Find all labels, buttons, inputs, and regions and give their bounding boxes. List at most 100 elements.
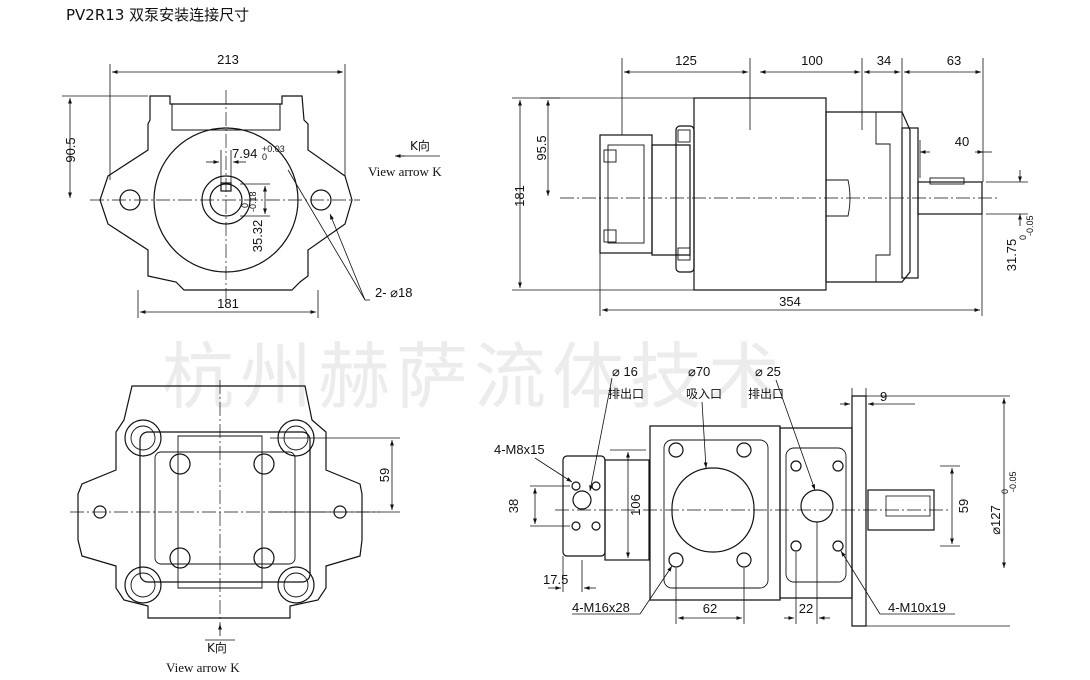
top-front-housing (779, 427, 853, 599)
dim-key-tol-upper: +0.03 (262, 144, 285, 154)
side-mid-ring (675, 125, 695, 273)
top-m10-2 (832, 460, 844, 472)
top-main-inner (663, 439, 769, 589)
side-main-body (693, 97, 827, 291)
rear-bolt-tl (124, 419, 162, 457)
side-front-boss (875, 112, 891, 282)
top-view-dims (530, 377, 1010, 627)
dim-9: 9 (880, 389, 887, 404)
arrow-k-caption-top: View arrow K (368, 164, 442, 179)
rear-small-bolt-4 (253, 547, 275, 569)
mount-holes-label: 2- ⌀18 (375, 285, 412, 300)
port1-name: 排出口 (608, 387, 644, 401)
thread-m10: 4-M10x19 (888, 600, 946, 615)
side-body-port-2 (677, 247, 691, 261)
rear-bolt-br-inner (283, 572, 309, 598)
arrow-k-label-top: K向 (410, 138, 430, 153)
dim-17-5: 17.5 (543, 572, 568, 587)
top-m8-4 (591, 521, 601, 531)
top-front-inner (785, 447, 847, 583)
dim-shaft-31-75: 31.75 (1004, 239, 1019, 272)
dim-shaft-side-tol-upper: 0 (1018, 235, 1028, 240)
dim-shaft-side-tol-lower: -0.05 (1025, 215, 1035, 236)
watermark-text: 杭州赫萨流体技术 (162, 335, 787, 419)
side-rear-flange (607, 144, 645, 244)
thread-m8: 4-M8x15 (494, 442, 545, 457)
dim-height-90-5: 90.5 (63, 137, 78, 162)
rear-bolt-bl-inner (130, 572, 156, 598)
dim-top-59: 59 (956, 499, 971, 513)
top-m10-1 (790, 460, 802, 472)
rear-view (70, 380, 380, 626)
port2-name: 吸入口 (686, 387, 722, 401)
top-port-25 (800, 489, 834, 523)
port3-dia: ⌀ 25 (755, 364, 781, 379)
dim-63: 63 (947, 53, 961, 68)
dim-22: 22 (799, 601, 813, 616)
port1-dia: ⌀ 16 (612, 364, 638, 379)
side-shaft-key (929, 177, 965, 185)
top-flange (851, 395, 867, 627)
side-body-port (677, 129, 691, 143)
top-shaft-key (885, 495, 931, 517)
rear-bolt-tl-inner (130, 425, 156, 451)
side-view-dims (512, 58, 1028, 316)
side-rear-port-2 (603, 229, 617, 243)
dim-width-213: 213 (217, 52, 239, 67)
dim-106: 106 (628, 494, 643, 516)
thread-m16: 4-M16x28 (572, 600, 630, 615)
dim-shaft-tol-upper: 0 (240, 203, 250, 208)
top-m10-3 (790, 540, 802, 552)
rear-port-block (177, 435, 263, 589)
drawing-title: PV2R13 双泵安装连接尺寸 (66, 6, 250, 24)
front-view-outline (99, 95, 353, 291)
dim-34: 34 (877, 53, 891, 68)
arrow-k-caption-bottom: View arrow K (166, 660, 240, 675)
port2-dia: ⌀70 (688, 364, 710, 379)
dim-127-tol-lower: -0.05 (1008, 471, 1018, 492)
dim-127-tol-upper: 0 (1000, 489, 1010, 494)
front-view-dims (62, 64, 440, 318)
dim-354: 354 (779, 294, 801, 309)
dim-40: 40 (955, 134, 969, 149)
rear-small-bolt-2 (253, 453, 275, 475)
dim-38: 38 (506, 499, 521, 513)
top-m8-3 (571, 521, 581, 531)
side-view (560, 97, 1000, 291)
dim-shaft-tol-lower: -0.18 (248, 191, 258, 212)
dim-key-7-94: 7.94 (232, 146, 257, 161)
dim-side-181: 181 (512, 185, 527, 207)
side-rear-port (603, 149, 617, 163)
front-view (90, 90, 360, 300)
dim-62: 62 (703, 601, 717, 616)
top-m16-3 (668, 552, 684, 568)
dim-rear-59: 59 (377, 468, 392, 482)
rear-inner-cavity (154, 451, 296, 565)
top-m10-4 (832, 540, 844, 552)
rear-small-bolt-1 (169, 453, 191, 475)
top-m8-2 (591, 481, 601, 491)
dim-bottom-181: 181 (217, 296, 239, 311)
dim-100: 100 (801, 53, 823, 68)
top-small-port-block (562, 455, 606, 557)
top-port-16 (572, 490, 592, 510)
top-m8-1 (571, 481, 581, 491)
rear-small-bolt-3 (169, 547, 191, 569)
top-m16-1 (668, 442, 684, 458)
dim-shaft-35-32: 35.32 (250, 220, 265, 253)
side-shaft (917, 181, 983, 215)
dim-key-tol-lower: 0 (262, 152, 267, 162)
rear-bolt-bl (124, 566, 162, 604)
dim-95-5: 95.5 (534, 135, 549, 160)
side-front-housing (825, 111, 911, 283)
top-m16-2 (736, 442, 752, 458)
top-main-body (649, 425, 781, 601)
rear-inner-frame (139, 431, 311, 583)
rear-view-outline (77, 385, 363, 619)
dim-125: 125 (675, 53, 697, 68)
side-small-pump (651, 144, 691, 256)
rear-bolt-br (277, 566, 315, 604)
top-m16-4 (736, 552, 752, 568)
